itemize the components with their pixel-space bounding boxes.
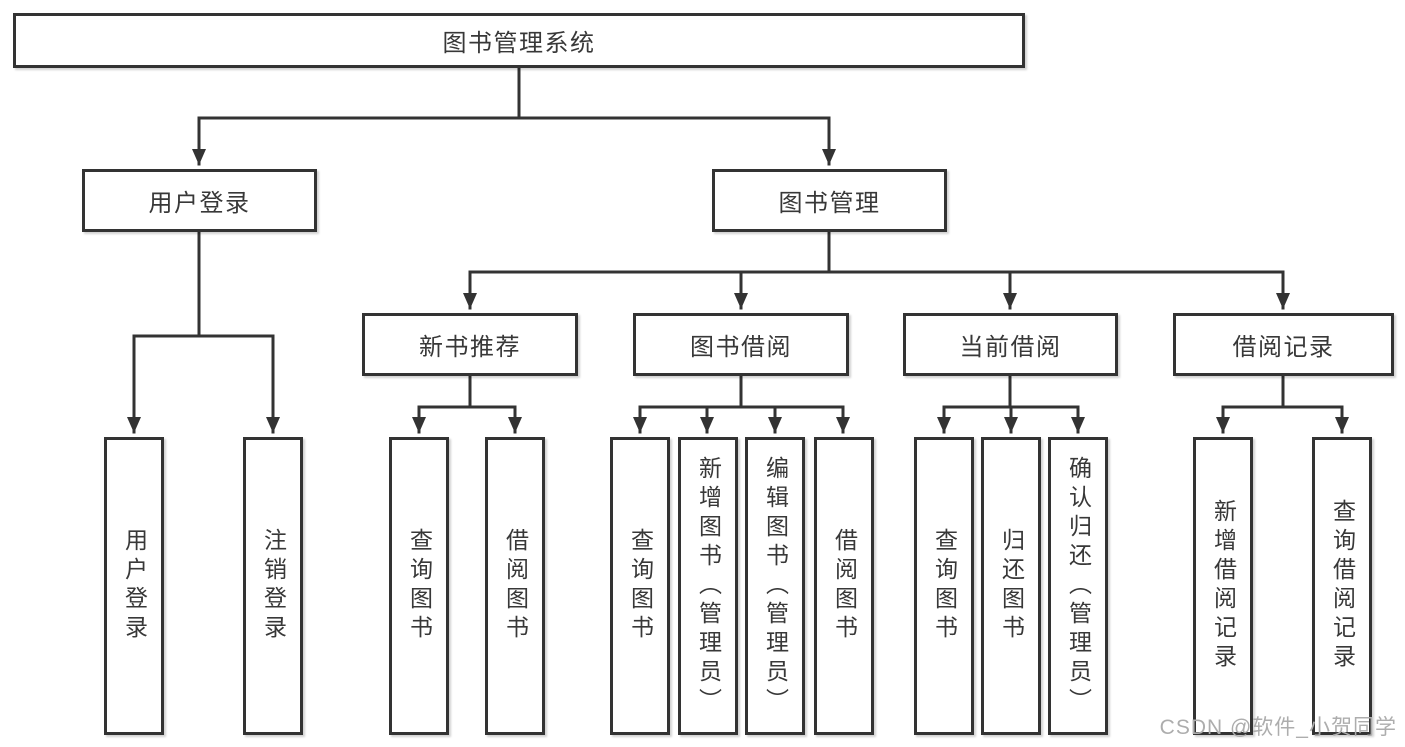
- node-add-books-admin: 新增图书（管理员）: [678, 437, 738, 735]
- node-label: 注销登录: [260, 528, 287, 644]
- node-current-borrow: 当前借阅: [903, 313, 1118, 376]
- node-query-books: 查询图书: [610, 437, 670, 735]
- node-query-books: 查询图书: [389, 437, 449, 735]
- node-label: 新增图书（管理员）: [695, 455, 722, 717]
- node-new-book-recommend: 新书推荐: [362, 313, 578, 376]
- node-confirm-return-admin: 确认归还（管理员）: [1048, 437, 1108, 735]
- node-label: 查询图书: [406, 528, 433, 644]
- node-label: 编辑图书（管理员）: [762, 455, 789, 717]
- node-edit-books-admin: 编辑图书（管理员）: [745, 437, 805, 735]
- node-borrow-books: 借阅图书: [485, 437, 545, 735]
- node-label: 用户登录: [121, 528, 148, 644]
- node-logout: 注销登录: [243, 437, 303, 735]
- node-label: 图书管理系统: [442, 30, 596, 57]
- node-add-borrow-record: 新增借阅记录: [1193, 437, 1253, 735]
- node-label: 借阅图书: [831, 528, 858, 644]
- node-borrow-books: 借阅图书: [814, 437, 874, 735]
- csdn-watermark: CSDN @软件_小贺同学: [1159, 716, 1397, 739]
- node-label: 图书借阅: [690, 334, 792, 361]
- node-label: 当前借阅: [959, 334, 1062, 361]
- node-label: 查询图书: [931, 528, 958, 644]
- node-label: 用户登录: [148, 190, 251, 217]
- node-borrow-records: 借阅记录: [1173, 313, 1394, 376]
- node-library-management-system: 图书管理系统: [13, 13, 1025, 68]
- node-return-books: 归还图书: [981, 437, 1041, 735]
- node-label: 借阅记录: [1232, 334, 1335, 361]
- node-user-login-module: 用户登录: [82, 169, 317, 232]
- node-label: 查询借阅记录: [1329, 499, 1356, 673]
- node-book-management-module: 图书管理: [712, 169, 947, 232]
- node-label: 新书推荐: [419, 334, 521, 361]
- node-label: 查询图书: [627, 528, 654, 644]
- node-label: 归还图书: [998, 528, 1025, 644]
- node-label: 确认归还（管理员）: [1065, 455, 1092, 717]
- node-label: 新增借阅记录: [1210, 499, 1237, 673]
- node-label: 图书管理: [778, 190, 881, 217]
- node-query-books: 查询图书: [914, 437, 974, 735]
- node-user-login: 用户登录: [104, 437, 164, 735]
- node-query-borrow-record: 查询借阅记录: [1312, 437, 1372, 735]
- node-book-borrow: 图书借阅: [633, 313, 849, 376]
- node-label: 借阅图书: [502, 528, 529, 644]
